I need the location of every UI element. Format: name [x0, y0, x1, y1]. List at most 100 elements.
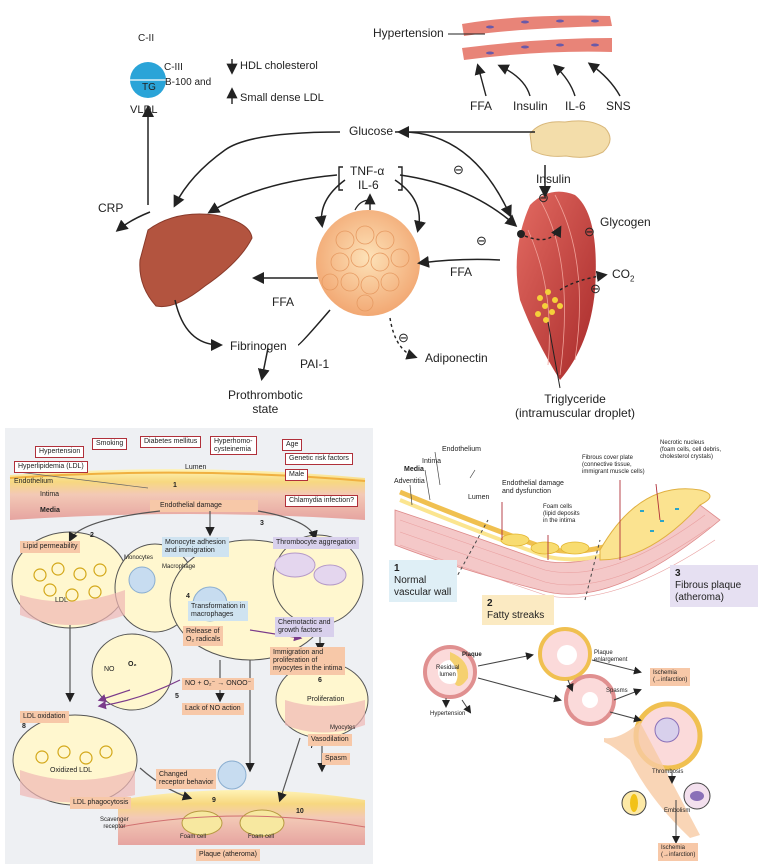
inhibit-icon: ⊖	[538, 190, 549, 205]
risk-male: Male	[285, 469, 309, 481]
lumen-label: Lumen	[185, 464, 207, 471]
inhibit-icon: ⊖	[398, 330, 409, 345]
ischemia-top-box: Ischemia(→infarction)	[650, 668, 691, 686]
il6-label: IL-6	[358, 178, 379, 192]
plaque-label: Plaque	[462, 652, 482, 658]
inhibit-icon: ⊖	[590, 281, 601, 296]
step-7-number: 7	[310, 743, 314, 750]
media-label: Media	[40, 507, 60, 514]
muscle-illustration	[516, 191, 596, 380]
adiponectin-label: Adiponectin	[425, 351, 488, 365]
spasms-label: Spasms	[606, 688, 628, 694]
r-intima-label: Intima	[422, 458, 442, 465]
myocytes-label: Myocytes	[330, 725, 356, 731]
triglyceride-label: Triglyceride(intramuscular droplet)	[515, 392, 636, 420]
pancreas-illustration	[529, 120, 611, 158]
lipid-permeability-box: Lipid permeability	[20, 541, 81, 554]
insulin-label: Insulin	[536, 172, 571, 186]
top-panel	[115, 15, 621, 389]
risk-age: Age	[282, 439, 303, 451]
hypertension-label: Hypertension	[373, 26, 444, 40]
risk-smoking: Smoking	[92, 438, 128, 450]
foam-cell-label: Foam cell	[180, 834, 207, 840]
step-5-number: 5	[175, 693, 179, 700]
ffa-left-label: FFA	[272, 295, 295, 309]
step-6-number: 6	[318, 677, 322, 684]
spasm-box: Spasm	[322, 753, 350, 766]
inhibit-icon: ⊖	[476, 233, 487, 248]
risk-diabetes: Diabetes mellitus	[140, 436, 202, 448]
endothelium-label: Endothelium	[14, 478, 53, 485]
no-label: NO	[104, 666, 115, 673]
stimulus-sns: SNS	[606, 99, 631, 113]
r-endothelium-label: Endothelium	[442, 446, 481, 453]
co2-label: CO2	[612, 267, 635, 284]
oxidized-ldl-label: Oxidized LDL	[50, 767, 93, 774]
ldl-phagocytosis-box: LDL phagocytosis	[70, 797, 132, 810]
vldl-c2-label: C-II	[138, 33, 155, 44]
risk-hypertension: Hypertension	[35, 446, 85, 458]
endothelial-damage-label: Endothelial damage	[160, 502, 222, 509]
o2-label: O₂	[128, 661, 137, 668]
step-9-number: 9	[212, 797, 216, 804]
step-3-number: 3	[260, 520, 264, 527]
r-necrotic-label: Necrotic nucleus(foam cells, cell debris…	[660, 440, 722, 460]
step-10-number: 10	[296, 808, 304, 815]
glycogen-label: Glycogen	[600, 215, 651, 229]
r-hypertension-label: Hypertension	[430, 711, 466, 717]
r-media-label: Media	[404, 466, 424, 473]
plaque-atheroma-box: Plaque (atheroma)	[196, 849, 260, 862]
blood-vessel-illustration	[462, 15, 612, 60]
foam-cell-label: Foam cell	[248, 834, 275, 840]
r-adventitia-label: Adventitia	[394, 478, 425, 485]
r-lumen-label: Lumen	[468, 494, 490, 501]
intima-label: Intima	[40, 491, 60, 498]
risk-genetic: Genetic risk factors	[285, 453, 353, 465]
ffa-right-label: FFA	[450, 265, 473, 279]
adipose-tissue-illustration	[316, 210, 420, 316]
lack-no-box: Lack of NO action	[182, 703, 244, 716]
macrophage-label: Macrophage	[162, 564, 196, 570]
pai1-label: PAI-1	[300, 357, 330, 371]
r-fibrous-cover-label: Fibrous cover plate(connective tissue,im…	[582, 455, 645, 475]
crp-label: CRP	[98, 201, 124, 215]
inhibit-icon: ⊖	[584, 224, 595, 239]
ischemia-bottom-box: Ischemia(→infarction)	[658, 843, 699, 861]
risk-hyperlipidemia: Hyperlipidemia (LDL)	[14, 461, 88, 473]
reaction-box: NO + O₂⁻ → ONOO⁻	[182, 678, 255, 691]
right-panel	[394, 451, 721, 844]
ldl-oxidation-box: LDL oxidation	[20, 711, 69, 724]
fibrinogen-label: Fibrinogen	[230, 339, 287, 353]
embolism-label: Embolism	[664, 808, 691, 814]
vldl-b100-label: B-100 and	[165, 77, 212, 88]
liver-illustration	[139, 213, 253, 308]
vasodilation-box: Vasodilation	[308, 734, 352, 747]
tnf-label: TNF-α	[350, 164, 385, 178]
step-2-number: 2	[90, 532, 94, 539]
step-8-number: 8	[22, 723, 26, 730]
step-4-number: 4	[186, 593, 190, 600]
step-1-number: 1	[173, 482, 177, 489]
inhibit-icon: ⊖	[453, 162, 464, 177]
risk-chlamydia: Chlamydia infection?	[285, 495, 358, 507]
monocytes-label: Monocytes	[124, 555, 154, 561]
risk-hyperhomocysteinemia: Hyperhomo-cysteinemia	[210, 436, 257, 456]
proliferation-label: Proliferation	[307, 696, 345, 703]
hdl-label: HDL cholesterol	[240, 60, 318, 72]
small-ldl-label: Small dense LDL	[240, 92, 324, 104]
vldl-label: VLDL	[130, 104, 158, 116]
ldl-label: LDL	[55, 597, 68, 604]
thrombocyte-box: Thrombocyte aggregation	[273, 537, 359, 550]
glucose-label: Glucose	[349, 124, 394, 138]
